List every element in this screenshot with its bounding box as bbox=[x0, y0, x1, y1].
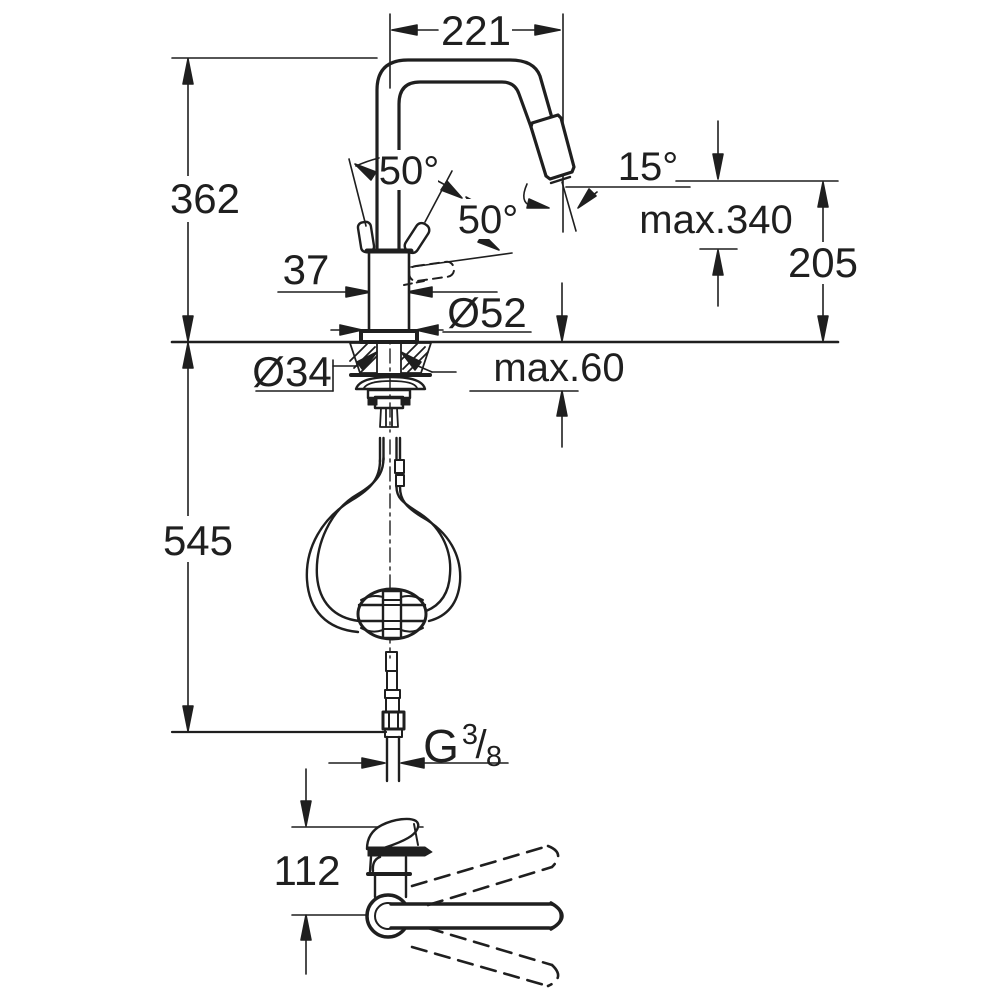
handle-lever-right-limit bbox=[403, 221, 431, 255]
arrowhead bbox=[182, 58, 194, 85]
dimension-max340 bbox=[699, 120, 738, 307]
thread-denominator: 8 bbox=[486, 741, 502, 773]
base-collar bbox=[359, 329, 419, 344]
hose-weight bbox=[356, 587, 428, 641]
arrowhead bbox=[300, 800, 312, 827]
spout-outer-edge bbox=[375, 58, 554, 255]
arrowhead bbox=[300, 914, 312, 941]
arrowhead bbox=[534, 24, 561, 36]
counter-hatch-left bbox=[349, 342, 378, 374]
arrowhead bbox=[345, 286, 372, 298]
arrowhead bbox=[817, 315, 829, 342]
top-view-height-label: 112 bbox=[274, 847, 341, 894]
mounting-nut bbox=[373, 395, 405, 410]
faucet-top-view bbox=[365, 817, 564, 988]
outlet-height-label: 205 bbox=[788, 239, 858, 286]
handle-swing-front-label: 50° bbox=[458, 198, 519, 242]
spout-end-cap-outer bbox=[549, 901, 564, 931]
threaded-shank bbox=[379, 407, 399, 428]
handle-lever-left-limit bbox=[356, 220, 376, 254]
hose-loop-left-inner bbox=[315, 456, 385, 623]
max-counter-thickness-label: max.60 bbox=[493, 346, 624, 390]
supply-hoses bbox=[305, 436, 462, 634]
dashed-leader bbox=[403, 280, 425, 286]
arrowhead bbox=[577, 188, 597, 209]
aerator-line bbox=[549, 175, 572, 185]
dimension-37 bbox=[277, 286, 498, 298]
pullout-spray-head bbox=[529, 113, 576, 181]
thread-prefix: G bbox=[423, 720, 459, 772]
handle-horizontal-ray bbox=[410, 252, 513, 268]
spray-tilt-label: 15° bbox=[618, 145, 679, 189]
faucet-body bbox=[367, 248, 411, 334]
arrowhead bbox=[356, 351, 378, 371]
weight-clamp bbox=[381, 589, 403, 640]
arrowhead bbox=[361, 757, 386, 769]
dimension-labels: 221 362 50° 50° 15° max.340 205 37 Ø52 m… bbox=[163, 7, 858, 894]
connector-nut bbox=[381, 710, 406, 731]
faucet-front-view bbox=[305, 58, 576, 783]
spout-reach-label: 221 bbox=[441, 7, 511, 54]
arrowhead bbox=[526, 198, 550, 209]
clamp-ear bbox=[367, 397, 378, 406]
arrowhead bbox=[182, 705, 194, 732]
arrowhead bbox=[406, 286, 433, 298]
thread-slash: / bbox=[475, 723, 487, 767]
mounting-hardware bbox=[349, 373, 432, 428]
dimension-g38 bbox=[328, 757, 509, 769]
dimension-362-545 bbox=[182, 58, 194, 732]
cartridge-dome bbox=[368, 855, 408, 874]
arrowhead bbox=[354, 163, 377, 181]
handle-limit-ray-left bbox=[348, 158, 367, 227]
lever-bar bbox=[367, 846, 433, 857]
dimension-d52 bbox=[330, 324, 532, 336]
max-height-label: max.340 bbox=[639, 198, 792, 242]
spout-swivel-range-dashed bbox=[410, 844, 560, 988]
arrowhead bbox=[817, 181, 829, 208]
spout-inner-edge bbox=[397, 80, 533, 255]
below-counter-length-label: 545 bbox=[163, 517, 233, 564]
dimension-15deg bbox=[523, 181, 691, 232]
dimension-205 bbox=[675, 180, 839, 342]
arrowhead bbox=[556, 315, 568, 342]
arrowhead bbox=[400, 757, 425, 769]
arrowhead bbox=[415, 324, 439, 336]
supply-pipe-assembly bbox=[381, 651, 406, 783]
label-backgrounds bbox=[154, 9, 860, 562]
clamp-ear bbox=[400, 397, 411, 406]
hole-diameter-label: Ø34 bbox=[252, 348, 331, 395]
arrowhead bbox=[556, 390, 568, 417]
lever-paddle bbox=[365, 817, 420, 853]
arrowhead bbox=[712, 249, 724, 276]
spout-height-label: 362 bbox=[170, 175, 240, 222]
reference-lines bbox=[170, 57, 840, 734]
arrowhead bbox=[339, 324, 363, 336]
body-width-label: 37 bbox=[283, 246, 330, 293]
handle-limit-ray-right bbox=[424, 170, 453, 223]
thread-size-label: G 3 / 8 bbox=[423, 719, 502, 773]
arrowhead bbox=[182, 315, 194, 342]
arrowhead bbox=[440, 180, 463, 199]
base-diameter-label: Ø52 bbox=[447, 289, 526, 336]
dimension-max60 bbox=[469, 282, 579, 448]
arrowhead bbox=[391, 24, 418, 36]
handle-swing-label: 50° bbox=[379, 149, 440, 193]
thread-numerator: 3 bbox=[462, 719, 478, 751]
handle-lever-horizontal-dashed bbox=[408, 260, 455, 283]
arrowhead bbox=[712, 153, 724, 180]
spray-tilt-line bbox=[561, 181, 577, 232]
escutcheon-dome bbox=[354, 375, 427, 391]
check-valve bbox=[394, 459, 405, 474]
check-valve bbox=[395, 474, 405, 487]
dimension-50deg-side bbox=[348, 157, 463, 227]
hose-loop-right-inner bbox=[395, 485, 452, 613]
arrowhead bbox=[182, 342, 194, 369]
